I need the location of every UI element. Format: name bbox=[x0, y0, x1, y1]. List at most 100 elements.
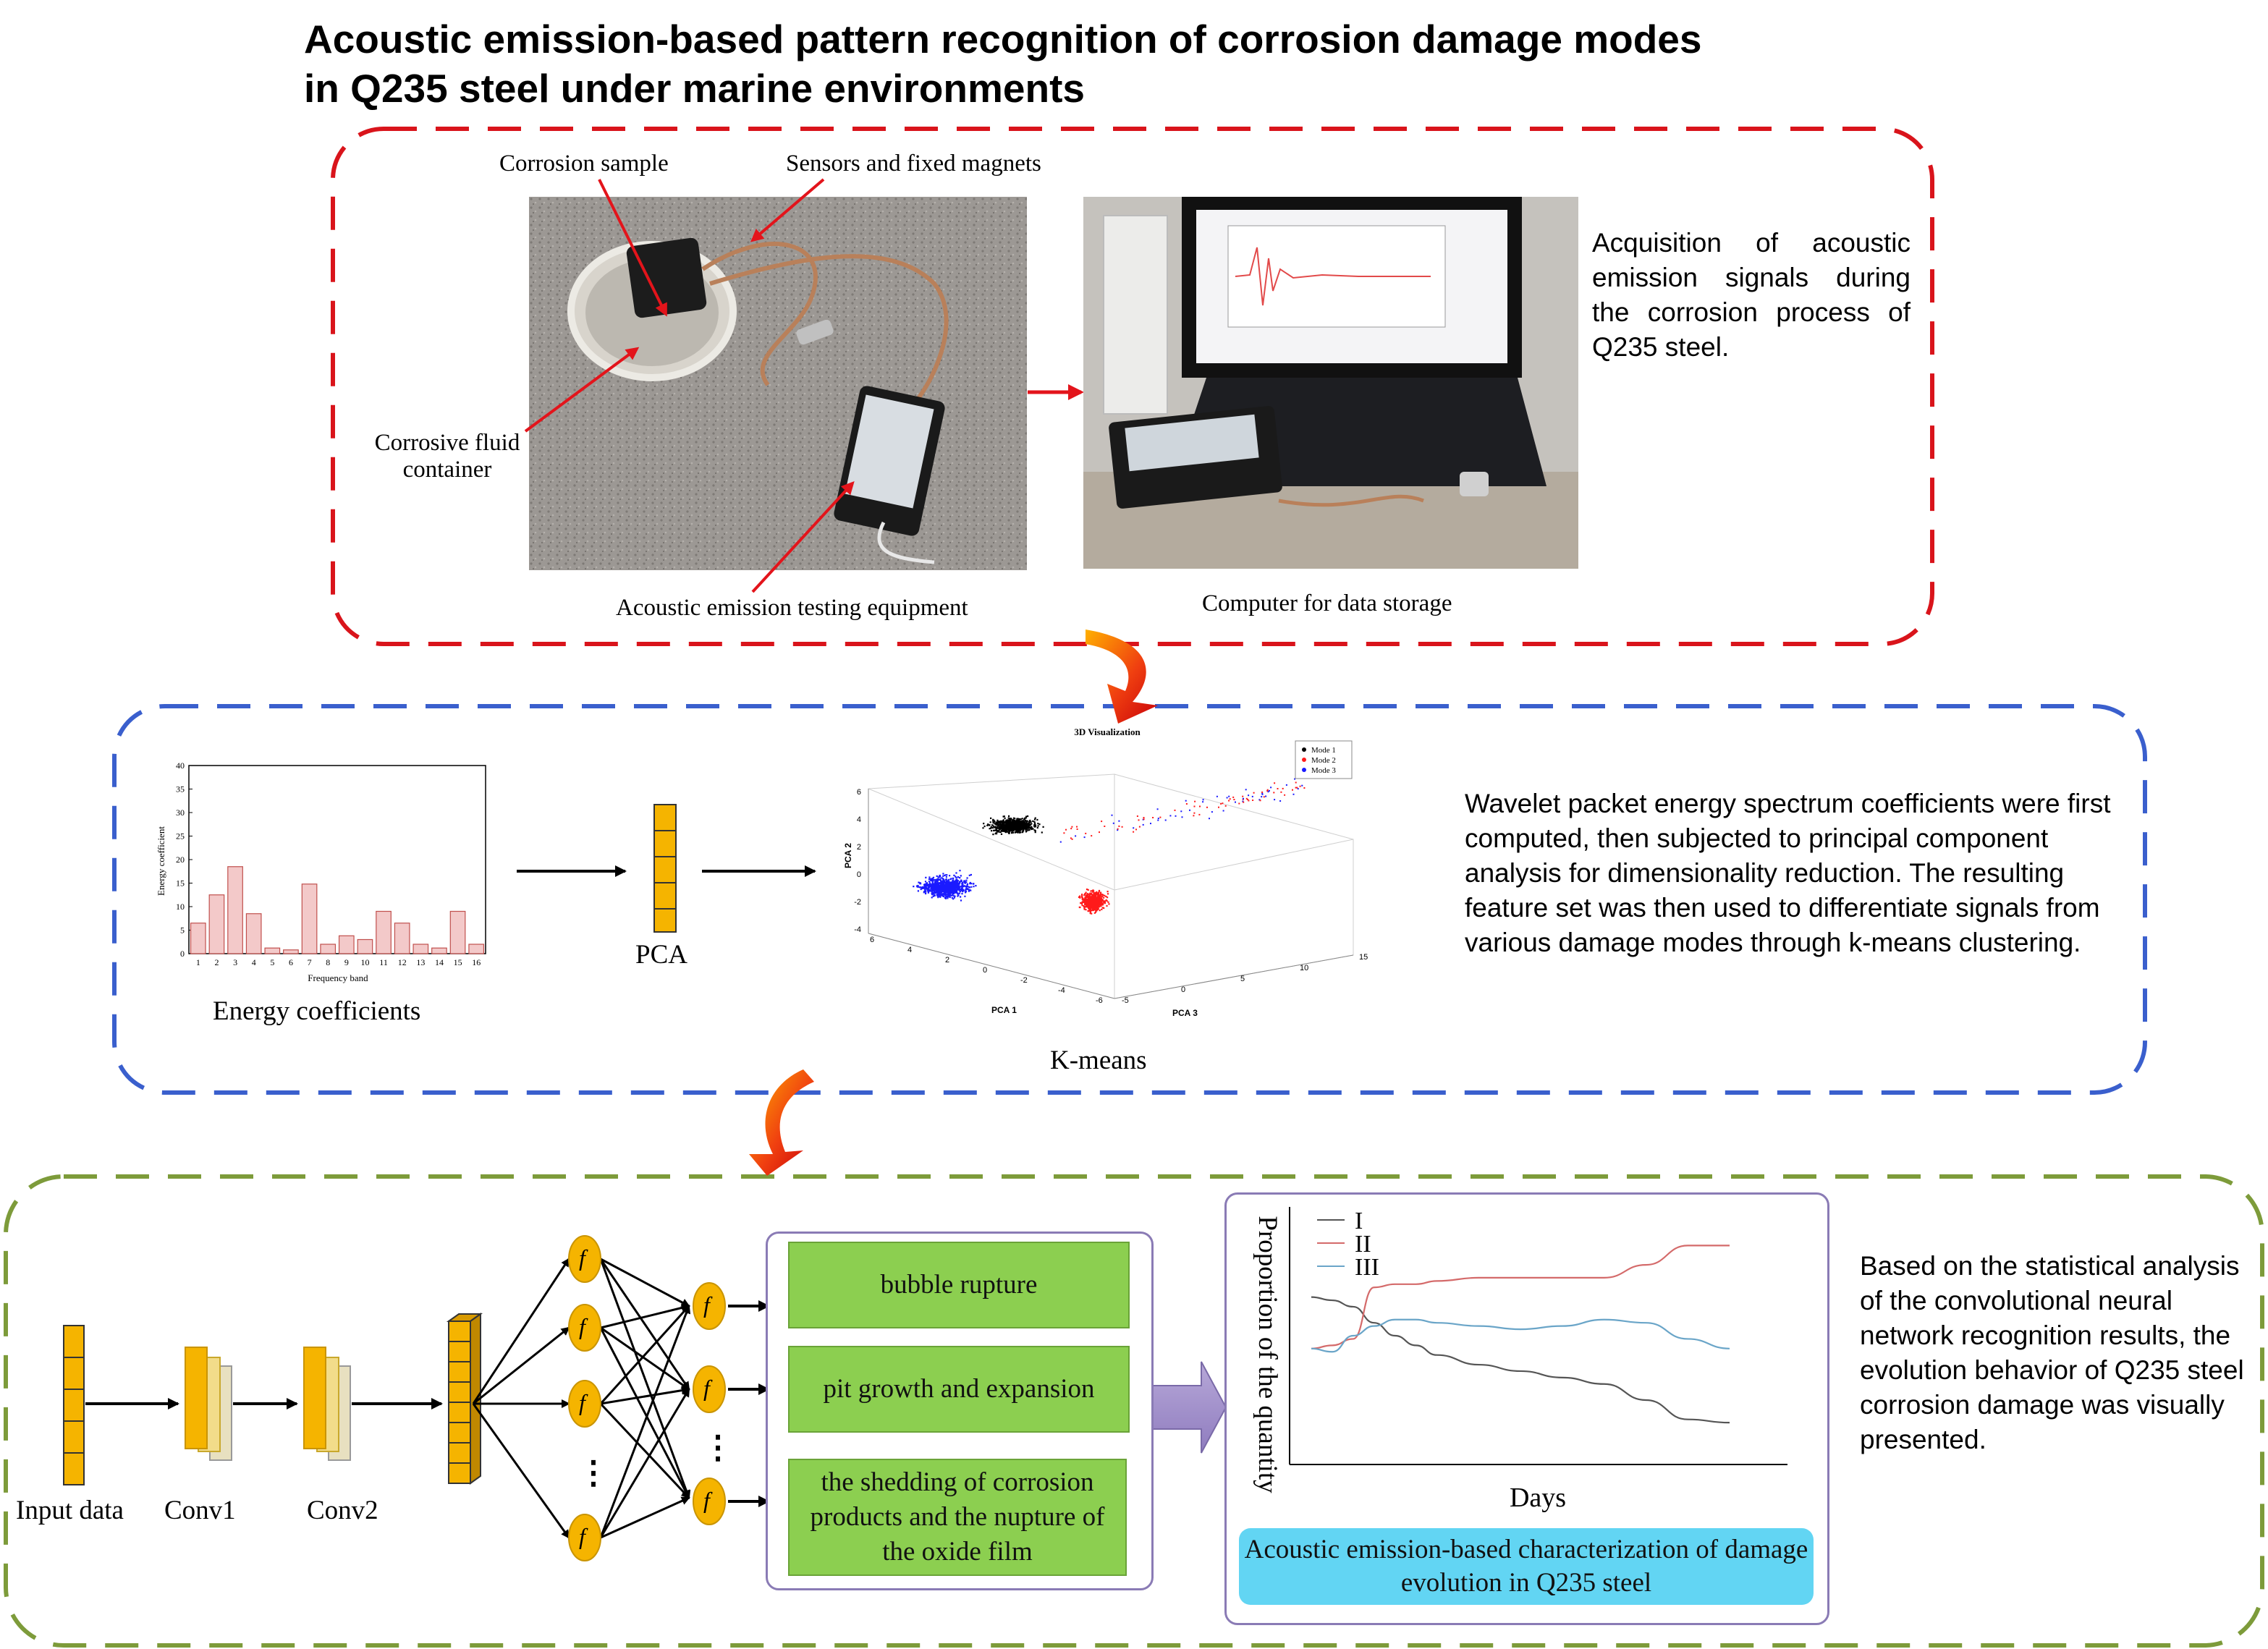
line-series-I bbox=[1311, 1296, 1730, 1424]
conv2-block bbox=[303, 1347, 351, 1461]
scatter-point bbox=[1274, 799, 1276, 801]
scatter-point bbox=[1284, 794, 1286, 796]
ellipsis-layer-1: ⋮ bbox=[577, 1455, 609, 1491]
scatter-point bbox=[1292, 793, 1295, 795]
scatter-point bbox=[1266, 789, 1269, 791]
line-legend-label: II bbox=[1355, 1231, 1371, 1258]
bar-chart-xtick-label: 8 bbox=[326, 957, 330, 967]
scatter-point bbox=[1118, 820, 1120, 822]
scatter-point bbox=[1121, 826, 1123, 828]
bar bbox=[449, 910, 466, 954]
scatter-point bbox=[1198, 813, 1201, 815]
scatter-pca1-tick: -6 bbox=[1096, 996, 1103, 1005]
label-ae-equipment: Acoustic emission testing equipment bbox=[616, 595, 968, 621]
page-title: Acoustic emission-based pattern recognit… bbox=[304, 14, 1983, 113]
scatter-axis-pca2: PCA 2 bbox=[843, 843, 853, 868]
bar-chart-xtick-label: 10 bbox=[360, 957, 369, 967]
evolution-caption: Acoustic emission-based characterization… bbox=[1239, 1528, 1814, 1605]
scatter-point bbox=[1253, 792, 1255, 794]
scatter-point bbox=[1229, 798, 1231, 800]
scatter-pca1-tick: 0 bbox=[983, 966, 987, 975]
scatter-point bbox=[1075, 835, 1077, 837]
scatter-point bbox=[1071, 826, 1073, 828]
scatter-point bbox=[1243, 797, 1244, 800]
bar-chart-xtick-label: 16 bbox=[472, 957, 481, 967]
neuron bbox=[568, 1235, 601, 1283]
scatter-point bbox=[1135, 828, 1137, 831]
line-legend-label: I bbox=[1355, 1208, 1363, 1234]
scatter-point bbox=[1220, 802, 1222, 805]
scatter-point bbox=[1150, 823, 1151, 825]
neuron bbox=[693, 1365, 726, 1413]
scatter-point bbox=[1259, 800, 1261, 802]
label-computer: Computer for data storage bbox=[1202, 590, 1452, 616]
scatter-point bbox=[1292, 789, 1293, 791]
result-arrow bbox=[1146, 1361, 1227, 1454]
bar bbox=[227, 866, 243, 954]
bar-chart-xtick-label: 13 bbox=[416, 957, 425, 967]
bar bbox=[301, 883, 318, 954]
scatter-point bbox=[1143, 817, 1145, 818]
scatter-point bbox=[1206, 806, 1208, 808]
scatter-legend-marker bbox=[1302, 758, 1306, 762]
scatter-point bbox=[1193, 815, 1195, 817]
neuron-symbol: f bbox=[579, 1523, 585, 1549]
scatter-point bbox=[1263, 796, 1265, 798]
input-data-vector bbox=[63, 1325, 85, 1485]
scatter-point bbox=[1169, 815, 1172, 817]
scatter-point bbox=[1245, 789, 1247, 791]
line-chart-ylabel: Proportion of the quantity bbox=[1253, 1216, 1282, 1493]
scatter-point bbox=[1266, 790, 1269, 792]
mode-box-oxide-film: the shedding of corrosion products and t… bbox=[788, 1459, 1127, 1576]
label-energy-coefficients: Energy coefficients bbox=[213, 996, 421, 1026]
scatter-point bbox=[1138, 826, 1141, 828]
scatter-pca3-tick: 0 bbox=[1181, 985, 1185, 994]
label-corrosion-sample: Corrosion sample bbox=[499, 151, 669, 177]
scatter-point bbox=[1232, 796, 1235, 798]
bar bbox=[338, 935, 355, 954]
scatter-point bbox=[1242, 798, 1244, 800]
scatter-point bbox=[1085, 832, 1087, 834]
bar-chart-xtick-label: 1 bbox=[196, 957, 200, 967]
bar bbox=[245, 913, 262, 954]
scatter-point bbox=[1142, 823, 1144, 826]
scatter-point bbox=[1211, 811, 1213, 813]
scatter-pca1-tick: -2 bbox=[1020, 976, 1028, 985]
bar-chart-ytick-label: 0 bbox=[180, 949, 185, 959]
scatter-point bbox=[1261, 796, 1263, 798]
scatter-point bbox=[1193, 812, 1196, 814]
scatter-point bbox=[1273, 792, 1275, 794]
scatter-point bbox=[1296, 787, 1298, 789]
pca-feature-vector bbox=[653, 804, 677, 933]
hidden-layer-2 bbox=[693, 1282, 726, 1525]
scatter-pca3-tick: 15 bbox=[1359, 953, 1368, 962]
curved-arrow-down-2 bbox=[749, 1069, 814, 1176]
acquisition-frame bbox=[331, 127, 1934, 646]
bar-chart-ytick-label: 5 bbox=[180, 925, 185, 936]
hidden1-to-hidden2-connections bbox=[599, 1258, 691, 1539]
scatter-point bbox=[1104, 826, 1106, 827]
scatter-pca2-tick: 0 bbox=[857, 870, 861, 879]
bar-chart-xtick-label: 7 bbox=[308, 957, 312, 967]
scatter-point bbox=[1112, 822, 1114, 824]
bar bbox=[412, 944, 429, 954]
scatter-point bbox=[1091, 835, 1093, 837]
scatter-point bbox=[1228, 800, 1230, 802]
scatter-point bbox=[1247, 799, 1249, 800]
scatter-point bbox=[1070, 828, 1072, 830]
scatter-point bbox=[1199, 805, 1201, 807]
scatter-legend-marker bbox=[1302, 747, 1306, 752]
scatter-pca2-tick: -2 bbox=[854, 898, 861, 907]
scatter-pca3-tick: 5 bbox=[1240, 975, 1245, 983]
scatter-legend-label: Mode 2 bbox=[1311, 756, 1336, 765]
bar-chart-xtick-label: 3 bbox=[233, 957, 237, 967]
scatter-point bbox=[1202, 799, 1204, 801]
scatter-point bbox=[1301, 784, 1303, 787]
neuron bbox=[568, 1514, 601, 1561]
corrosion-setup-photo bbox=[529, 197, 1027, 570]
neuron bbox=[693, 1282, 726, 1330]
scatter-point bbox=[1099, 831, 1100, 834]
scatter-title: 3D Visualization bbox=[1074, 726, 1141, 737]
scatter-point bbox=[1235, 801, 1236, 803]
